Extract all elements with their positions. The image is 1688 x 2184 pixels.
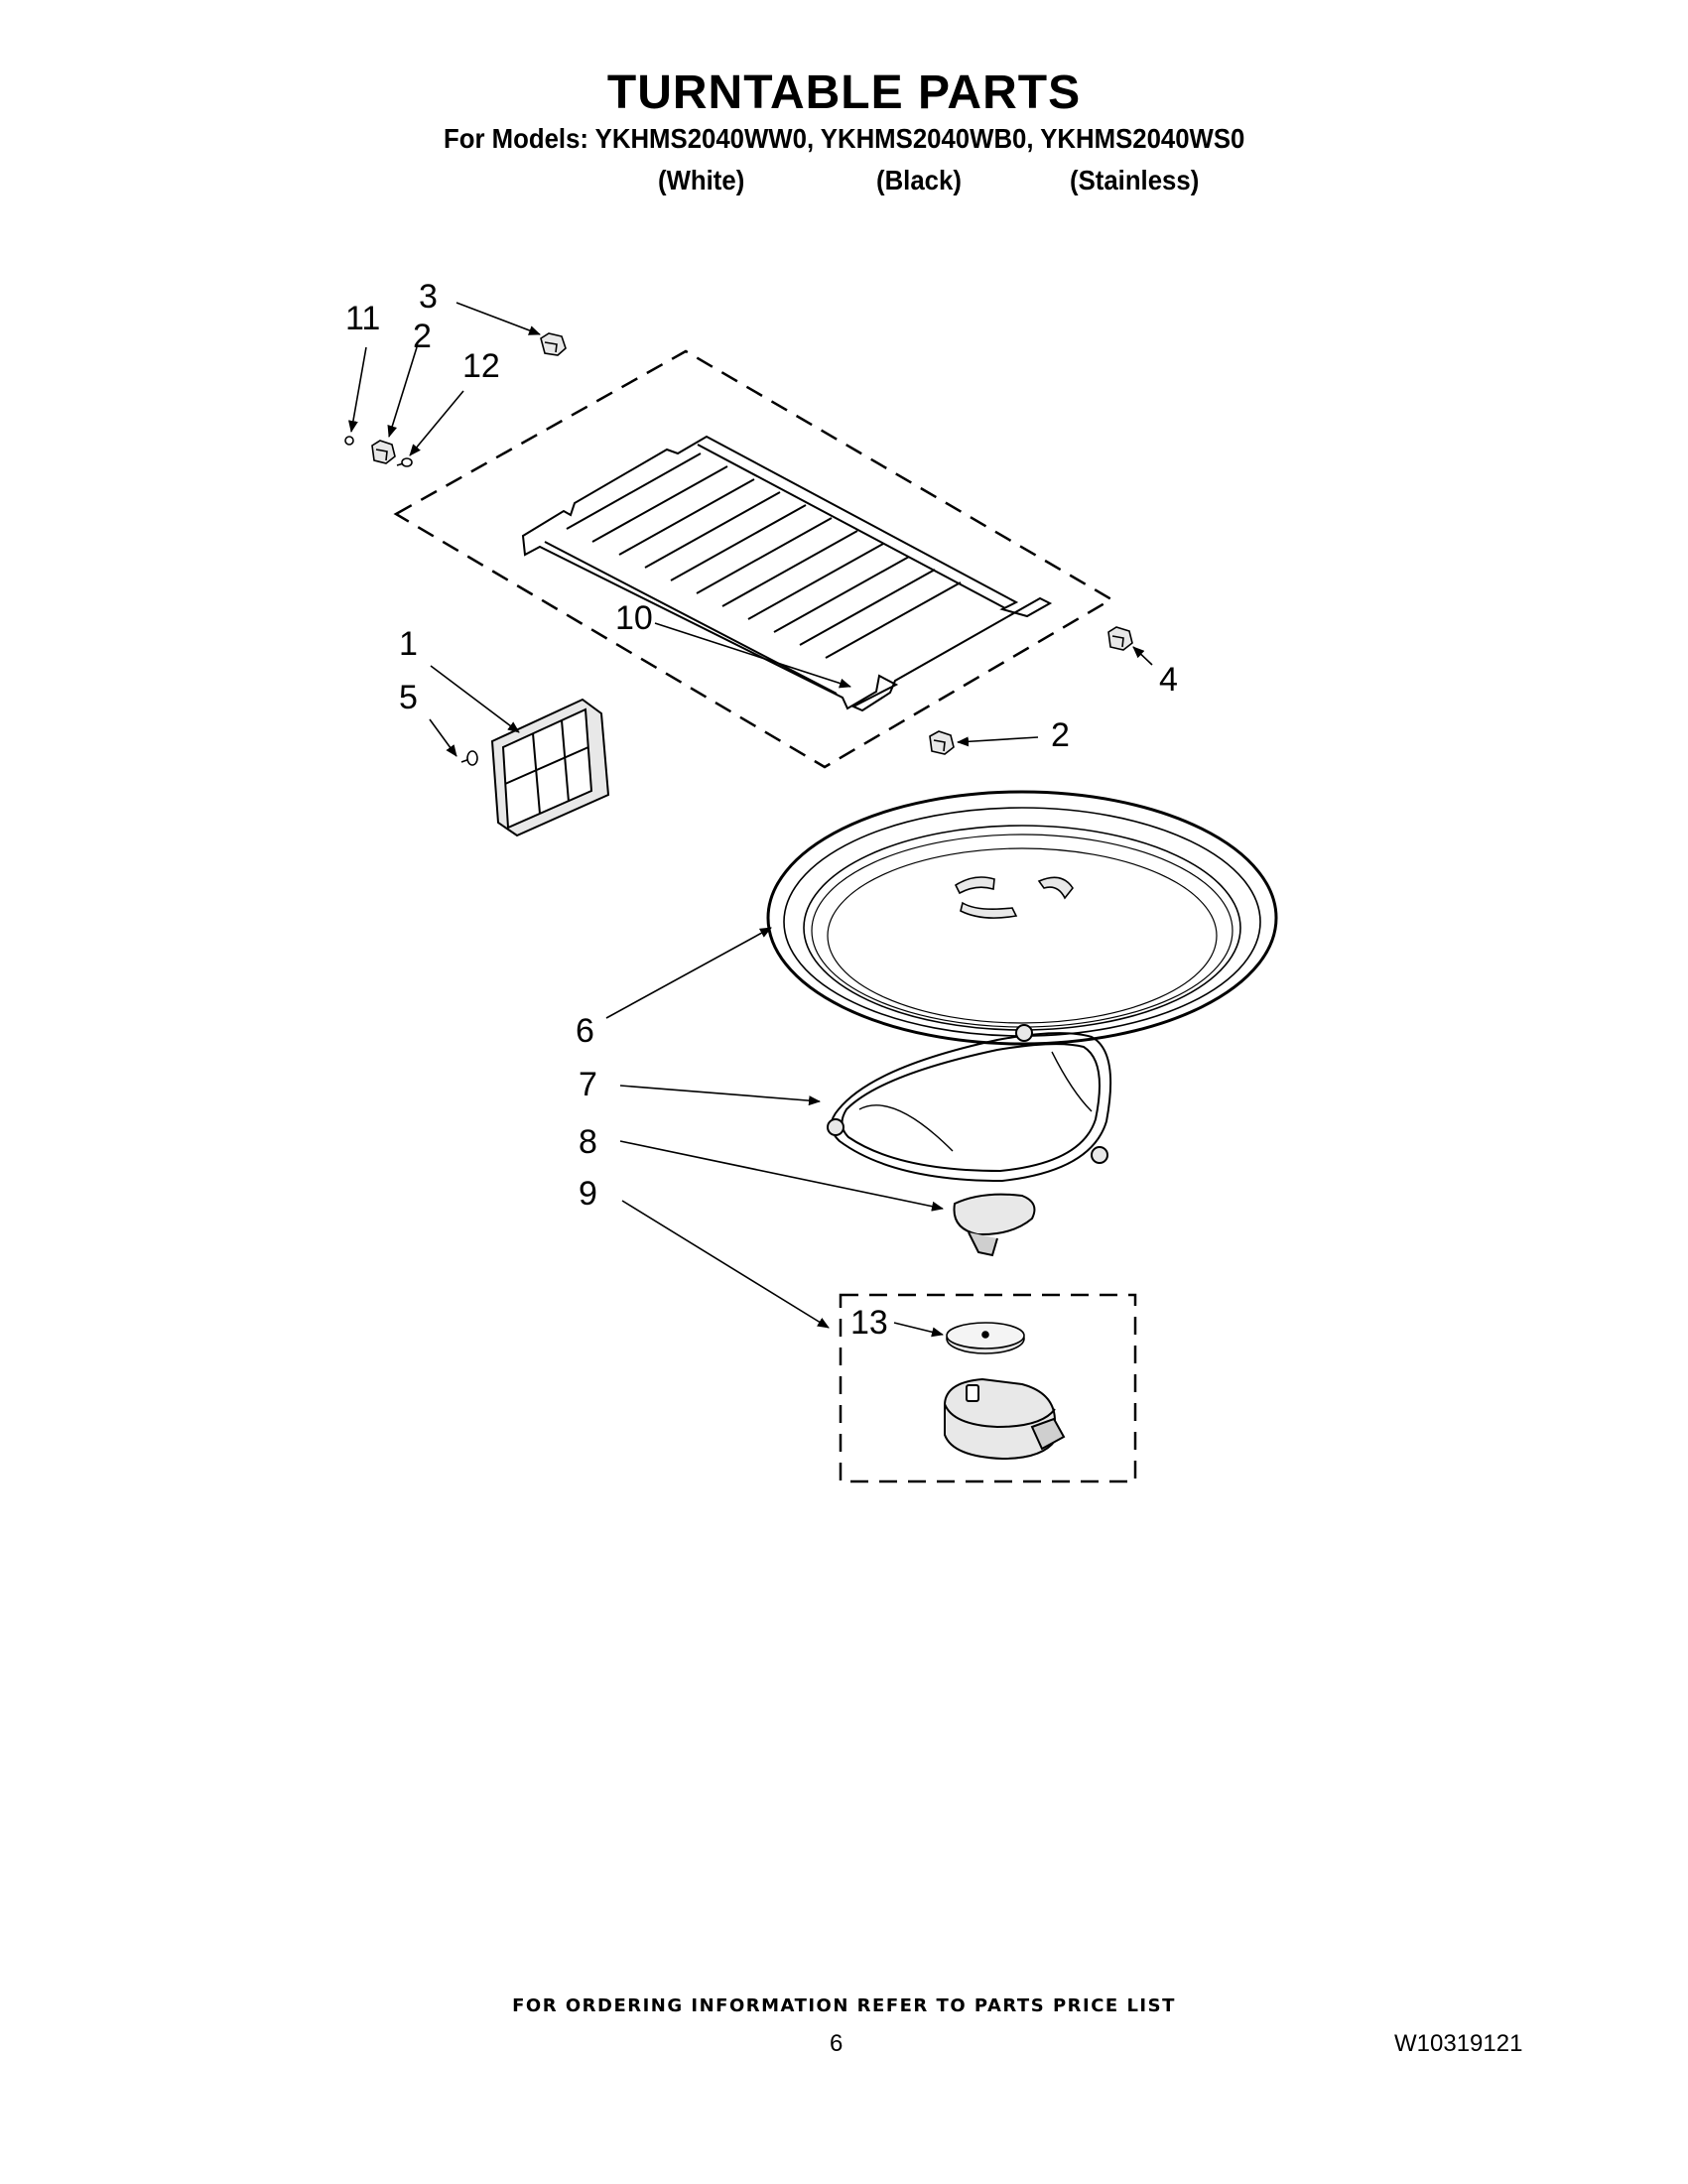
leader-6 bbox=[605, 927, 772, 1019]
callout-6: 6 bbox=[576, 1012, 594, 1050]
leader-9 bbox=[621, 1200, 830, 1329]
rack-support-3 bbox=[540, 332, 567, 356]
variant-white: (White) bbox=[658, 165, 745, 195]
callout-10: 10 bbox=[615, 599, 653, 637]
callout-5: 5 bbox=[399, 679, 418, 716]
screw-12 bbox=[396, 457, 413, 467]
leader-4 bbox=[1132, 646, 1153, 666]
page-number: 6 bbox=[830, 2030, 844, 2057]
leader-5 bbox=[429, 718, 457, 757]
callout-3: 3 bbox=[419, 278, 438, 316]
callout-8: 8 bbox=[579, 1123, 597, 1161]
callout-13: 13 bbox=[850, 1304, 888, 1342]
leader-2-lower bbox=[957, 736, 1039, 747]
screw-5 bbox=[460, 750, 478, 766]
callout-11: 11 bbox=[345, 300, 380, 337]
rack-group-outline bbox=[393, 349, 1114, 769]
variant-stainless: (Stainless) bbox=[1070, 165, 1200, 195]
leader-8 bbox=[619, 1140, 944, 1212]
leader-12 bbox=[409, 390, 464, 456]
leader-lines bbox=[347, 302, 1153, 1338]
callout-12: 12 bbox=[462, 347, 500, 385]
leader-7 bbox=[619, 1085, 821, 1106]
callout-7: 7 bbox=[579, 1066, 597, 1103]
glass-turntable-tray bbox=[766, 790, 1278, 1046]
roller-support-ring bbox=[827, 1024, 1112, 1183]
rack-support-2-lower bbox=[929, 730, 955, 755]
page-title: TURNTABLE PARTS bbox=[606, 66, 1082, 119]
callout-1: 1 bbox=[399, 625, 418, 663]
waveguide-cover bbox=[490, 698, 610, 837]
screw-11 bbox=[344, 436, 354, 446]
callout-9: 9 bbox=[579, 1175, 597, 1213]
leader-3 bbox=[455, 302, 541, 335]
leader-2-upper bbox=[387, 346, 418, 438]
ordering-note: FOR ORDERING INFORMATION REFER TO PARTS … bbox=[512, 1995, 1176, 2016]
callout-2-upper: 2 bbox=[413, 318, 432, 355]
callout-4: 4 bbox=[1159, 661, 1178, 699]
leader-10 bbox=[654, 622, 851, 689]
models-line: For Models: YKHMS2040WW0, YKHMS2040WB0, … bbox=[444, 123, 1245, 154]
document-number: W10319121 bbox=[1394, 2030, 1523, 2057]
motor-group-outline bbox=[839, 1293, 1137, 1483]
leader-1 bbox=[430, 665, 520, 733]
leader-13 bbox=[893, 1322, 944, 1338]
rack-support-2-upper bbox=[371, 440, 396, 464]
rack-support-4 bbox=[1107, 626, 1133, 651]
wire-rack bbox=[521, 435, 1053, 712]
motor-washer bbox=[946, 1322, 1025, 1354]
leader-11 bbox=[347, 346, 367, 433]
turntable-motor bbox=[944, 1377, 1066, 1461]
turntable-coupler bbox=[953, 1193, 1036, 1257]
callout-2-lower: 2 bbox=[1051, 716, 1070, 754]
variant-black: (Black) bbox=[876, 165, 962, 195]
